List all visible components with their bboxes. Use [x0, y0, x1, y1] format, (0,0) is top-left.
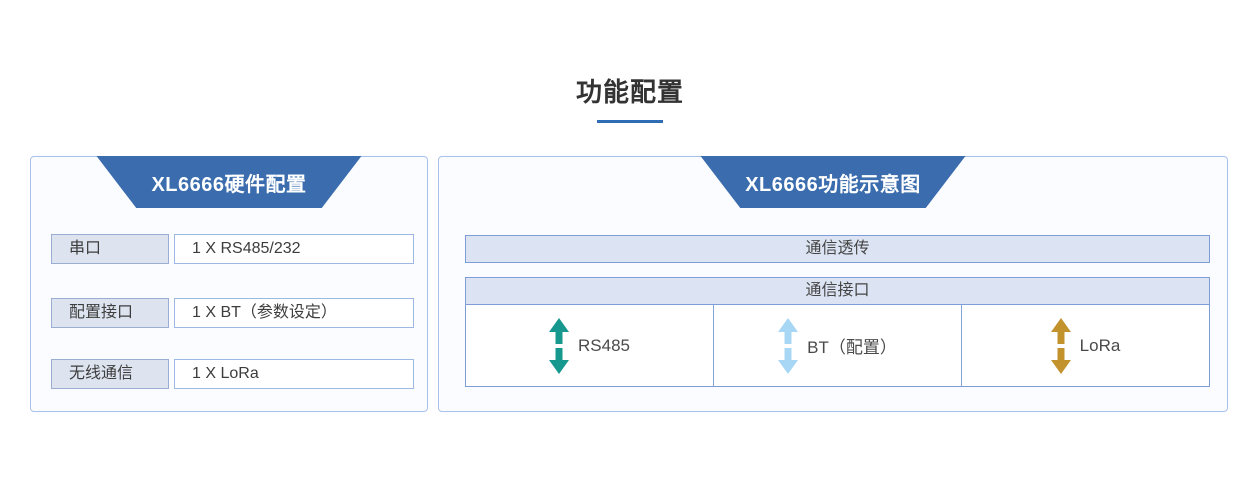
- interface-cell-rs485: RS485: [466, 305, 713, 386]
- double-vertical-arrow-icon: [1050, 317, 1071, 374]
- spec-row-config-interface: 配置接口 1 X BT（参数设定）: [31, 298, 427, 328]
- hardware-config-header: XL6666硬件配置: [96, 156, 362, 208]
- hardware-config-header-label: XL6666硬件配置: [151, 173, 307, 196]
- function-diagram-header: XL6666功能示意图: [700, 156, 966, 208]
- interface-cell-bt: BT（配置）: [713, 305, 961, 386]
- hardware-config-panel: XL6666硬件配置 串口 1 X RS485/232 配置接口 1 X BT（…: [30, 156, 428, 412]
- interface-table-header: 通信接口: [466, 278, 1209, 305]
- function-diagram-panel: XL6666功能示意图 通信透传 通信接口 RS485 BT（配置）: [438, 156, 1228, 412]
- spec-value-config-interface: 1 X BT（参数设定）: [174, 298, 414, 328]
- interface-table-body: RS485 BT（配置） LoRa: [466, 305, 1209, 386]
- spec-row-serial: 串口 1 X RS485/232: [31, 234, 427, 264]
- interface-label-rs485: RS485: [578, 335, 630, 355]
- title-underline: [597, 120, 663, 123]
- passthrough-bar: 通信透传: [465, 235, 1210, 263]
- spec-row-wireless: 无线通信 1 X LoRa: [31, 359, 427, 389]
- double-vertical-arrow-icon: [778, 317, 799, 374]
- spec-value-wireless: 1 X LoRa: [174, 359, 414, 389]
- spec-value-serial: 1 X RS485/232: [174, 234, 414, 264]
- double-vertical-arrow-icon: [549, 317, 569, 374]
- page-header: 功能配置: [0, 72, 1260, 123]
- spec-label-serial: 串口: [51, 234, 169, 264]
- interface-label-bt: BT（配置）: [807, 338, 897, 357]
- spec-label-config-interface: 配置接口: [51, 298, 169, 328]
- spec-label-wireless: 无线通信: [51, 359, 169, 389]
- interface-table: 通信接口 RS485 BT（配置）: [465, 277, 1210, 387]
- function-diagram-header-label: XL6666功能示意图: [745, 173, 921, 196]
- page-title: 功能配置: [575, 77, 684, 107]
- interface-cell-lora: LoRa: [961, 305, 1209, 386]
- interface-label-lora: LoRa: [1079, 335, 1121, 355]
